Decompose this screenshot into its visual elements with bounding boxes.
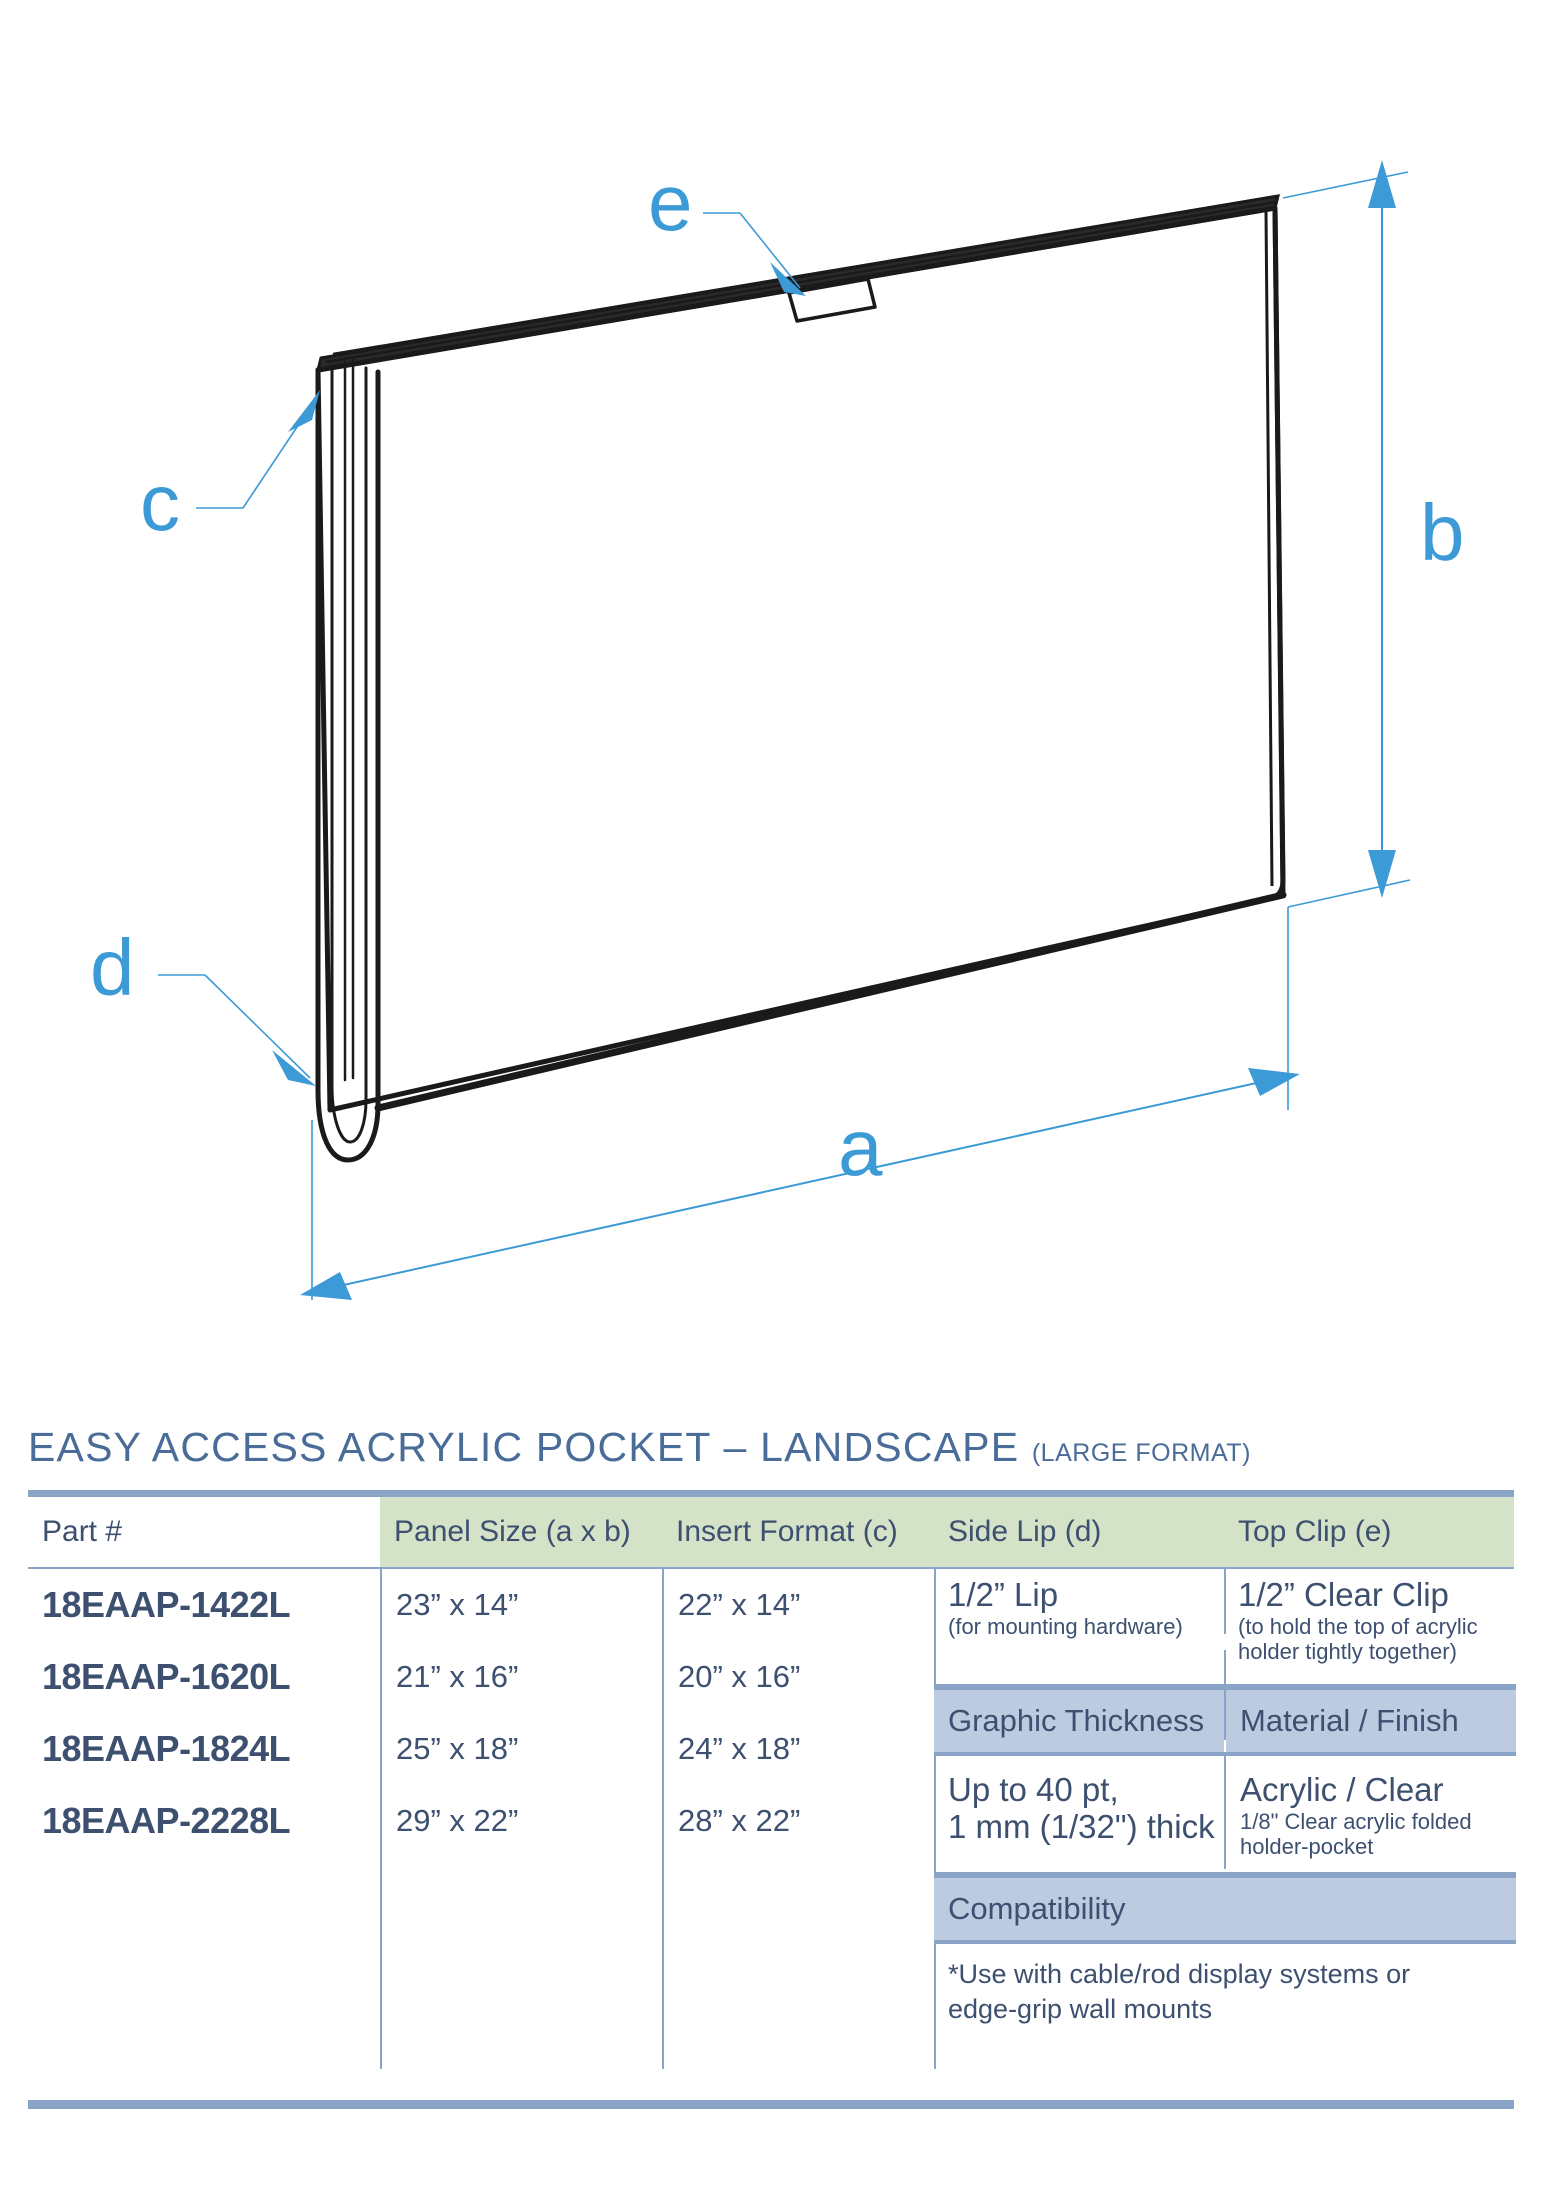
material-finish-note-2: holder-pocket (1240, 1834, 1374, 1860)
col-sep-3 (934, 1569, 936, 2069)
leader-e (703, 212, 806, 296)
col-sep-2 (662, 1569, 664, 2069)
table-body: 18EAAP-1422L 18EAAP-1620L 18EAAP-1824L 1… (28, 1569, 1516, 2079)
insert-format-cell: 20” x 16” (678, 1659, 801, 1694)
compatibility-line-2: edge-grip wall mounts (948, 1993, 1213, 2024)
panel-top-inner-lines (325, 194, 1278, 364)
subheader-material-finish: Material / Finish (1226, 1690, 1516, 1752)
table-row: 18EAAP-1620L (42, 1656, 291, 1697)
subheader-graphic-thickness: Graphic Thickness (934, 1690, 1224, 1752)
material-finish-note-1: 1/8" Clear acrylic folded (1240, 1808, 1472, 1834)
top-clip-cell: 1/2” Clear Clip (to hold the top of acry… (1224, 1569, 1516, 1664)
leader-d (158, 974, 316, 1086)
table-row: 18EAAP-2228L (42, 1800, 291, 1841)
graphic-thickness-line-1: Up to 40 pt, (948, 1771, 1119, 1808)
compat-rule-top (934, 1872, 1516, 1878)
dimension-label-d: d (90, 923, 135, 1012)
insert-format-cell: 22” x 14” (678, 1587, 801, 1622)
table-bottom-rule (28, 2100, 1514, 2109)
page-title-sub: (LARGE FORMAT) (1031, 1439, 1251, 1467)
table-top-rule (28, 1490, 1514, 1497)
table-row: 18EAAP-1422L (42, 1584, 291, 1625)
subheader-compatibility: Compatibility (934, 1878, 1516, 1940)
panel-size-cell: 29” x 22” (396, 1803, 519, 1838)
side-lip-spine (315, 358, 381, 1163)
insert-format-cell: 24” x 18” (678, 1731, 801, 1766)
header-part: Part # (28, 1497, 380, 1567)
side-lip-cell: 1/2” Lip (for mounting hardware) (934, 1569, 1224, 1639)
dimension-b (1282, 160, 1411, 908)
dimension-a (300, 907, 1300, 1300)
product-diagram: b a e c (90, 158, 1465, 1300)
side-lip-value: 1/2” Lip (948, 1576, 1059, 1613)
table-row: 18EAAP-1824L (42, 1728, 291, 1769)
col-sep-1 (380, 1569, 382, 2069)
col-sep-4b (1224, 1650, 1226, 1740)
subheader-rule-top (934, 1684, 1516, 1690)
page-title-main: EASY ACCESS ACRYLIC POCKET – LANDSCAPE (28, 1424, 1020, 1470)
subheader-rule-bottom (934, 1752, 1516, 1756)
leader-c (196, 390, 320, 509)
graphic-thickness-cell: Up to 40 pt, 1 mm (1/32") thick (934, 1764, 1224, 1846)
insert-format-column: 22” x 14” 20” x 16” 24” x 18” 28” x 22” (662, 1569, 934, 1857)
panel-size-cell: 23” x 14” (396, 1587, 519, 1622)
header-insert-format: Insert Format (c) (662, 1497, 934, 1567)
header-top-clip: Top Clip (e) (1224, 1497, 1514, 1567)
top-clip-value: 1/2” Clear Clip (1238, 1576, 1449, 1613)
top-clip-detail (787, 277, 877, 323)
table-header-rule (28, 1567, 1514, 1569)
page-title: EASY ACCESS ACRYLIC POCKET – LANDSCAPE (… (28, 1424, 1518, 1471)
compatibility-text: *Use with cable/rod display systems or e… (934, 1957, 1516, 2026)
dimension-label-e: e (648, 158, 693, 247)
material-finish-value: Acrylic / Clear (1240, 1771, 1444, 1808)
dimension-label-b: b (1420, 488, 1465, 577)
compat-rule-bottom (934, 1940, 1516, 1944)
panel-size-cell: 25” x 18” (396, 1731, 519, 1766)
dimension-label-c: c (140, 458, 180, 547)
side-lip-note: (for mounting hardware) (948, 1613, 1183, 1639)
part-number-column: 18EAAP-1422L 18EAAP-1620L 18EAAP-1824L 1… (28, 1569, 380, 1857)
graphic-thickness-line-2: 1 mm (1/32") thick (948, 1807, 1215, 1845)
dimension-label-a: a (838, 1103, 883, 1192)
panel-right-edge (1264, 207, 1286, 899)
header-panel-size: Panel Size (a x b) (380, 1497, 662, 1567)
panel-size-column: 23” x 14” 21” x 16” 25” x 18” 29” x 22” (380, 1569, 662, 1857)
header-side-lip: Side Lip (d) (934, 1497, 1224, 1567)
col-sep-4c (1224, 1754, 1226, 1869)
top-clip-note-1: (to hold the top of acrylic (1238, 1613, 1478, 1639)
product-diagram-svg: b a e c (90, 158, 1465, 1300)
compatibility-line-1: *Use with cable/rod display systems or (948, 1959, 1411, 1989)
table-header-row: Part # Panel Size (a x b) Insert Format … (28, 1497, 1514, 1567)
col-sep-4a (1224, 1569, 1226, 1634)
material-finish-cell: Acrylic / Clear 1/8" Clear acrylic folde… (1226, 1764, 1516, 1859)
panel-size-cell: 21” x 16” (396, 1659, 519, 1694)
top-clip-note-2: holder tightly together) (1238, 1639, 1457, 1665)
spec-table: Part # Panel Size (a x b) Insert Format … (28, 1490, 1516, 2079)
insert-format-cell: 28” x 22” (678, 1803, 801, 1838)
panel-bottom-edge (374, 891, 1287, 1112)
